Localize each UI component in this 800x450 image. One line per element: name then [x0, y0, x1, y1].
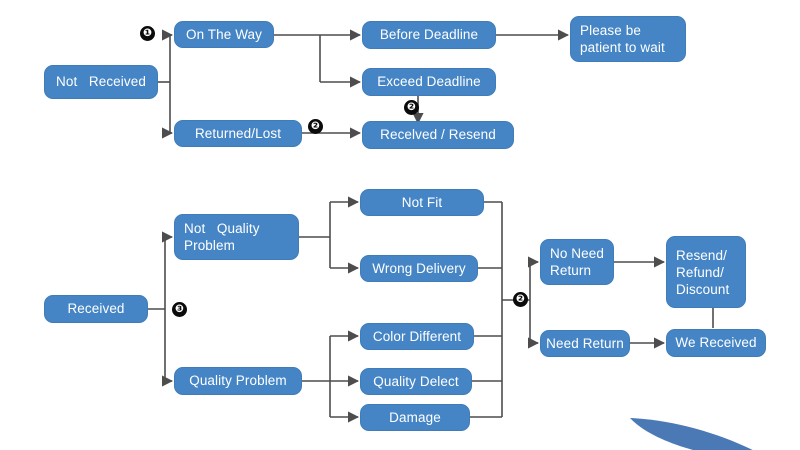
node-damage[interactable]: Damage — [360, 404, 470, 431]
resend-line-3: Discount — [676, 281, 730, 297]
marker-3: ❸ — [172, 302, 187, 317]
node-received[interactable]: Received — [44, 295, 148, 323]
marker-2-exceed-deadline: ❷ — [404, 100, 419, 115]
node-not-quality-problem[interactable]: Not Quality Problem — [174, 214, 299, 260]
node-resend-refund-discount[interactable]: Resend/ Refund/ Discount — [666, 236, 746, 308]
node-no-need-return[interactable]: No Need Return — [540, 239, 614, 285]
node-need-return[interactable]: Need Return — [540, 330, 630, 357]
no-need-return-line-1: No Need — [550, 246, 604, 261]
please-wait-line-2: patient to wait — [580, 40, 665, 55]
node-quality-delect[interactable]: Quality Delect — [360, 368, 472, 395]
node-quality-problem[interactable]: Quality Problem — [174, 367, 302, 395]
node-not-fit[interactable]: Not Fit — [360, 189, 484, 216]
node-on-the-way[interactable]: On The Way — [174, 21, 274, 48]
node-recelved-resend[interactable]: Recelved / Resend — [362, 121, 514, 149]
marker-2-return-decision: ❷ — [513, 292, 528, 307]
node-please-be-patient[interactable]: Please be patient to wait — [570, 16, 686, 62]
please-wait-line-1: Please be — [580, 23, 641, 38]
marker-2-returned-lost: ❷ — [308, 119, 323, 134]
no-need-return-line-2: Return — [550, 263, 592, 278]
not-quality-line-2: Problem — [184, 238, 235, 253]
node-not-received[interactable]: Not Received — [44, 65, 158, 99]
marker-1: ❶ — [140, 26, 155, 41]
node-returned-lost[interactable]: Returned/Lost — [174, 120, 302, 147]
node-wrong-delivery[interactable]: Wrong Delivery — [360, 255, 478, 282]
not-quality-line-1: Not Quality — [184, 221, 260, 236]
node-before-deadline[interactable]: Before Deadline — [362, 21, 496, 49]
node-we-received[interactable]: We Received — [666, 329, 766, 357]
resend-line-1: Resend/ — [676, 247, 727, 263]
resend-line-2: Refund/ — [676, 264, 724, 280]
node-exceed-deadline[interactable]: Exceed Deadline — [362, 68, 496, 96]
node-color-different[interactable]: Color Different — [360, 323, 474, 350]
